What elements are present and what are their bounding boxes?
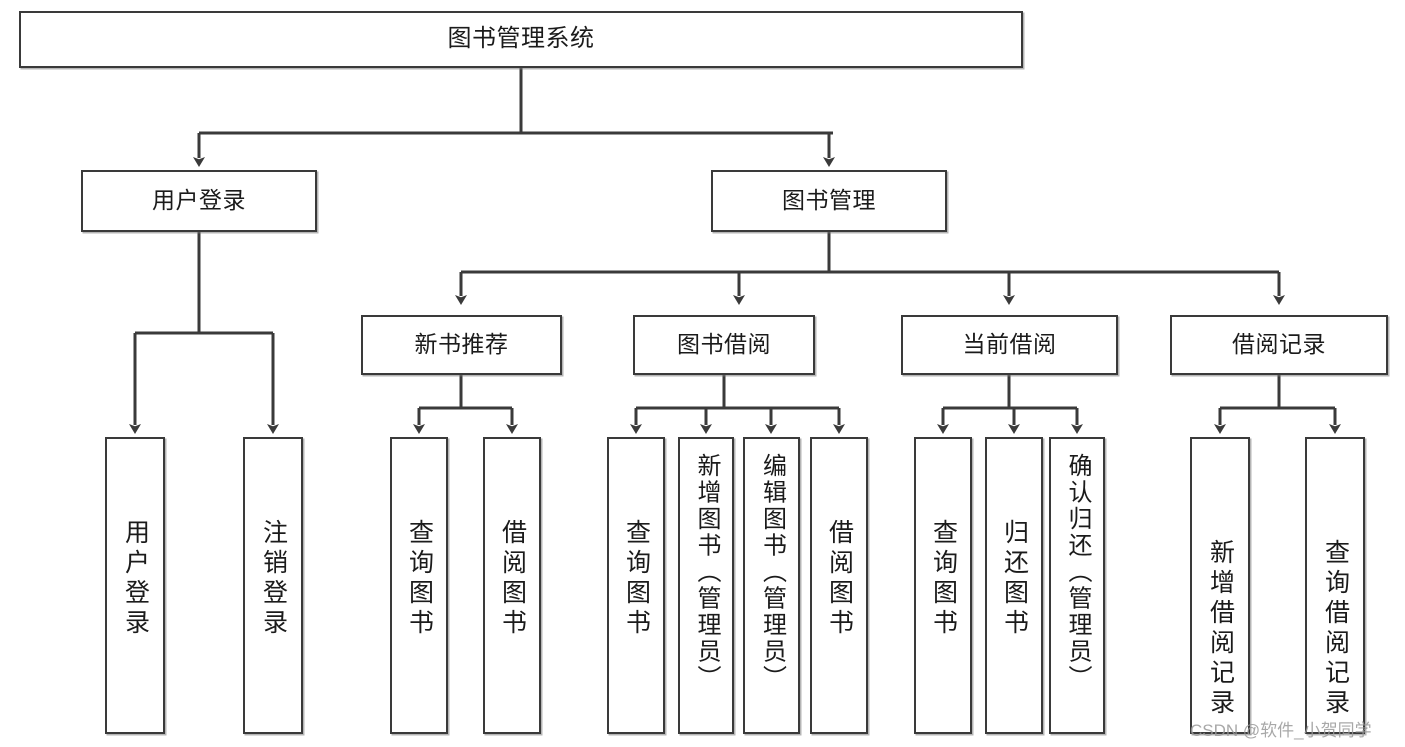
leaf-add-book-admin[interactable]: 新增图书（管理员） <box>678 437 734 734</box>
leaf-query-borrow-record[interactable]: 查询借阅记录 <box>1305 437 1365 734</box>
leaf-query-book-current-label: 查询图书 <box>929 519 958 639</box>
node-book-borrow-label: 图书借阅 <box>677 331 771 358</box>
node-root-label: 图书管理系统 <box>447 25 595 53</box>
leaf-add-borrow-record-label: 新增借阅记录 <box>1206 539 1235 719</box>
node-root[interactable]: 图书管理系统 <box>19 11 1023 68</box>
node-borrow-record[interactable]: 借阅记录 <box>1170 315 1388 375</box>
leaf-logout-label: 注销登录 <box>259 519 288 639</box>
leaf-borrow-book-recommend-label: 借阅图书 <box>498 519 527 639</box>
leaf-add-borrow-record[interactable]: 新增借阅记录 <box>1190 437 1250 734</box>
leaf-query-book-recommend-label: 查询图书 <box>405 519 434 639</box>
node-new-book-recommend-label: 新书推荐 <box>414 331 509 358</box>
leaf-query-book-recommend[interactable]: 查询图书 <box>390 437 448 734</box>
watermark: CSDN @软件_小贺同学 <box>1190 721 1372 740</box>
leaf-logout[interactable]: 注销登录 <box>243 437 303 734</box>
leaf-edit-book-admin[interactable]: 编辑图书（管理员） <box>743 437 800 734</box>
node-user-login[interactable]: 用户登录 <box>81 170 317 232</box>
node-borrow-record-label: 借阅记录 <box>1232 331 1326 358</box>
leaf-return-book-label: 归还图书 <box>1000 519 1029 639</box>
leaf-query-book-borrow[interactable]: 查询图书 <box>607 437 665 734</box>
leaf-add-book-admin-label: 新增图书（管理员） <box>693 453 720 692</box>
leaf-confirm-return-admin-label: 确认归还（管理员） <box>1064 453 1091 692</box>
leaf-borrow-book-recommend[interactable]: 借阅图书 <box>483 437 541 734</box>
node-user-login-label: 用户登录 <box>152 187 246 214</box>
leaf-user-login[interactable]: 用户登录 <box>105 437 165 734</box>
leaf-user-login-label: 用户登录 <box>121 519 150 639</box>
leaf-query-borrow-record-label: 查询借阅记录 <box>1321 539 1350 719</box>
leaf-edit-book-admin-label: 编辑图书（管理员） <box>758 453 786 692</box>
leaf-confirm-return-admin[interactable]: 确认归还（管理员） <box>1049 437 1105 734</box>
node-book-borrow[interactable]: 图书借阅 <box>633 315 815 375</box>
node-new-book-recommend[interactable]: 新书推荐 <box>361 315 562 375</box>
leaf-return-book[interactable]: 归还图书 <box>985 437 1043 734</box>
node-current-borrow[interactable]: 当前借阅 <box>901 315 1118 375</box>
node-current-borrow-label: 当前借阅 <box>962 331 1057 358</box>
leaf-query-book-current[interactable]: 查询图书 <box>914 437 972 734</box>
node-book-management-label: 图书管理 <box>782 187 876 214</box>
leaf-borrow-book[interactable]: 借阅图书 <box>810 437 868 734</box>
node-book-management[interactable]: 图书管理 <box>711 170 947 232</box>
leaf-borrow-book-label: 借阅图书 <box>825 519 854 639</box>
leaf-query-book-borrow-label: 查询图书 <box>622 519 651 639</box>
